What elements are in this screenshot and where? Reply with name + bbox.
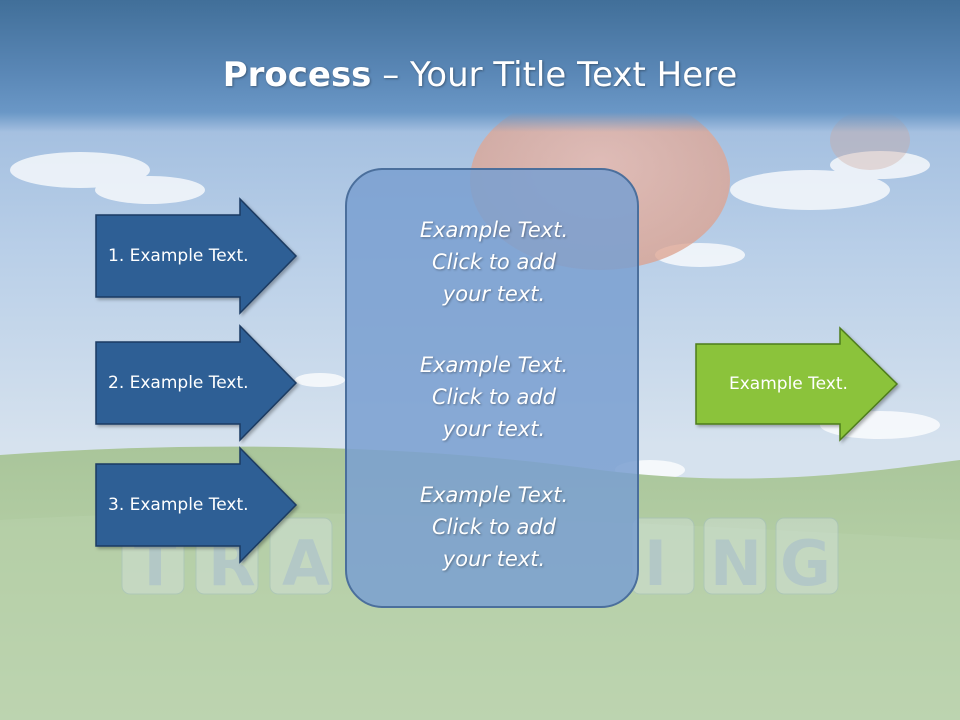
svg-text:I: I bbox=[644, 527, 667, 600]
paragraph-line: Click to add bbox=[431, 385, 556, 409]
arrow-shape-3[interactable] bbox=[95, 446, 298, 564]
center-paragraph-1[interactable]: Example Text. Click to add your text. bbox=[347, 214, 641, 310]
paragraph-line: Example Text. bbox=[419, 218, 569, 242]
title-bold-part: Process bbox=[222, 55, 372, 95]
paragraph-line: your text. bbox=[442, 282, 546, 306]
arrow-label-right: Example Text. bbox=[729, 374, 848, 394]
slide-title[interactable]: Process – Your Title Text Here bbox=[0, 50, 960, 100]
center-paragraph-2[interactable]: Example Text. Click to add your text. bbox=[347, 349, 641, 445]
svg-text:N: N bbox=[710, 527, 762, 600]
svg-text:G: G bbox=[780, 527, 831, 600]
title-band bbox=[0, 0, 960, 132]
paragraph-line: Click to add bbox=[431, 250, 556, 274]
paragraph-line: your text. bbox=[442, 547, 546, 571]
arrow-label-1: 1. Example Text. bbox=[108, 246, 249, 266]
center-paragraph-3[interactable]: Example Text. Click to add your text. bbox=[347, 479, 641, 575]
paragraph-line: Click to add bbox=[431, 515, 556, 539]
arrow-shape-1[interactable] bbox=[95, 197, 298, 315]
paragraph-line: Example Text. bbox=[419, 483, 569, 507]
arrow-label-3: 3. Example Text. bbox=[108, 495, 249, 515]
svg-text:A: A bbox=[282, 527, 330, 600]
arrow-shape-right[interactable] bbox=[695, 326, 899, 442]
paragraph-line: your text. bbox=[442, 417, 546, 441]
arrow-shape-2[interactable] bbox=[95, 324, 298, 442]
arrow-label-2: 2. Example Text. bbox=[108, 373, 249, 393]
center-text-box[interactable]: Example Text. Click to add your text. Ex… bbox=[345, 168, 639, 608]
paragraph-line: Example Text. bbox=[419, 353, 569, 377]
title-rest: – Your Title Text Here bbox=[371, 55, 738, 95]
